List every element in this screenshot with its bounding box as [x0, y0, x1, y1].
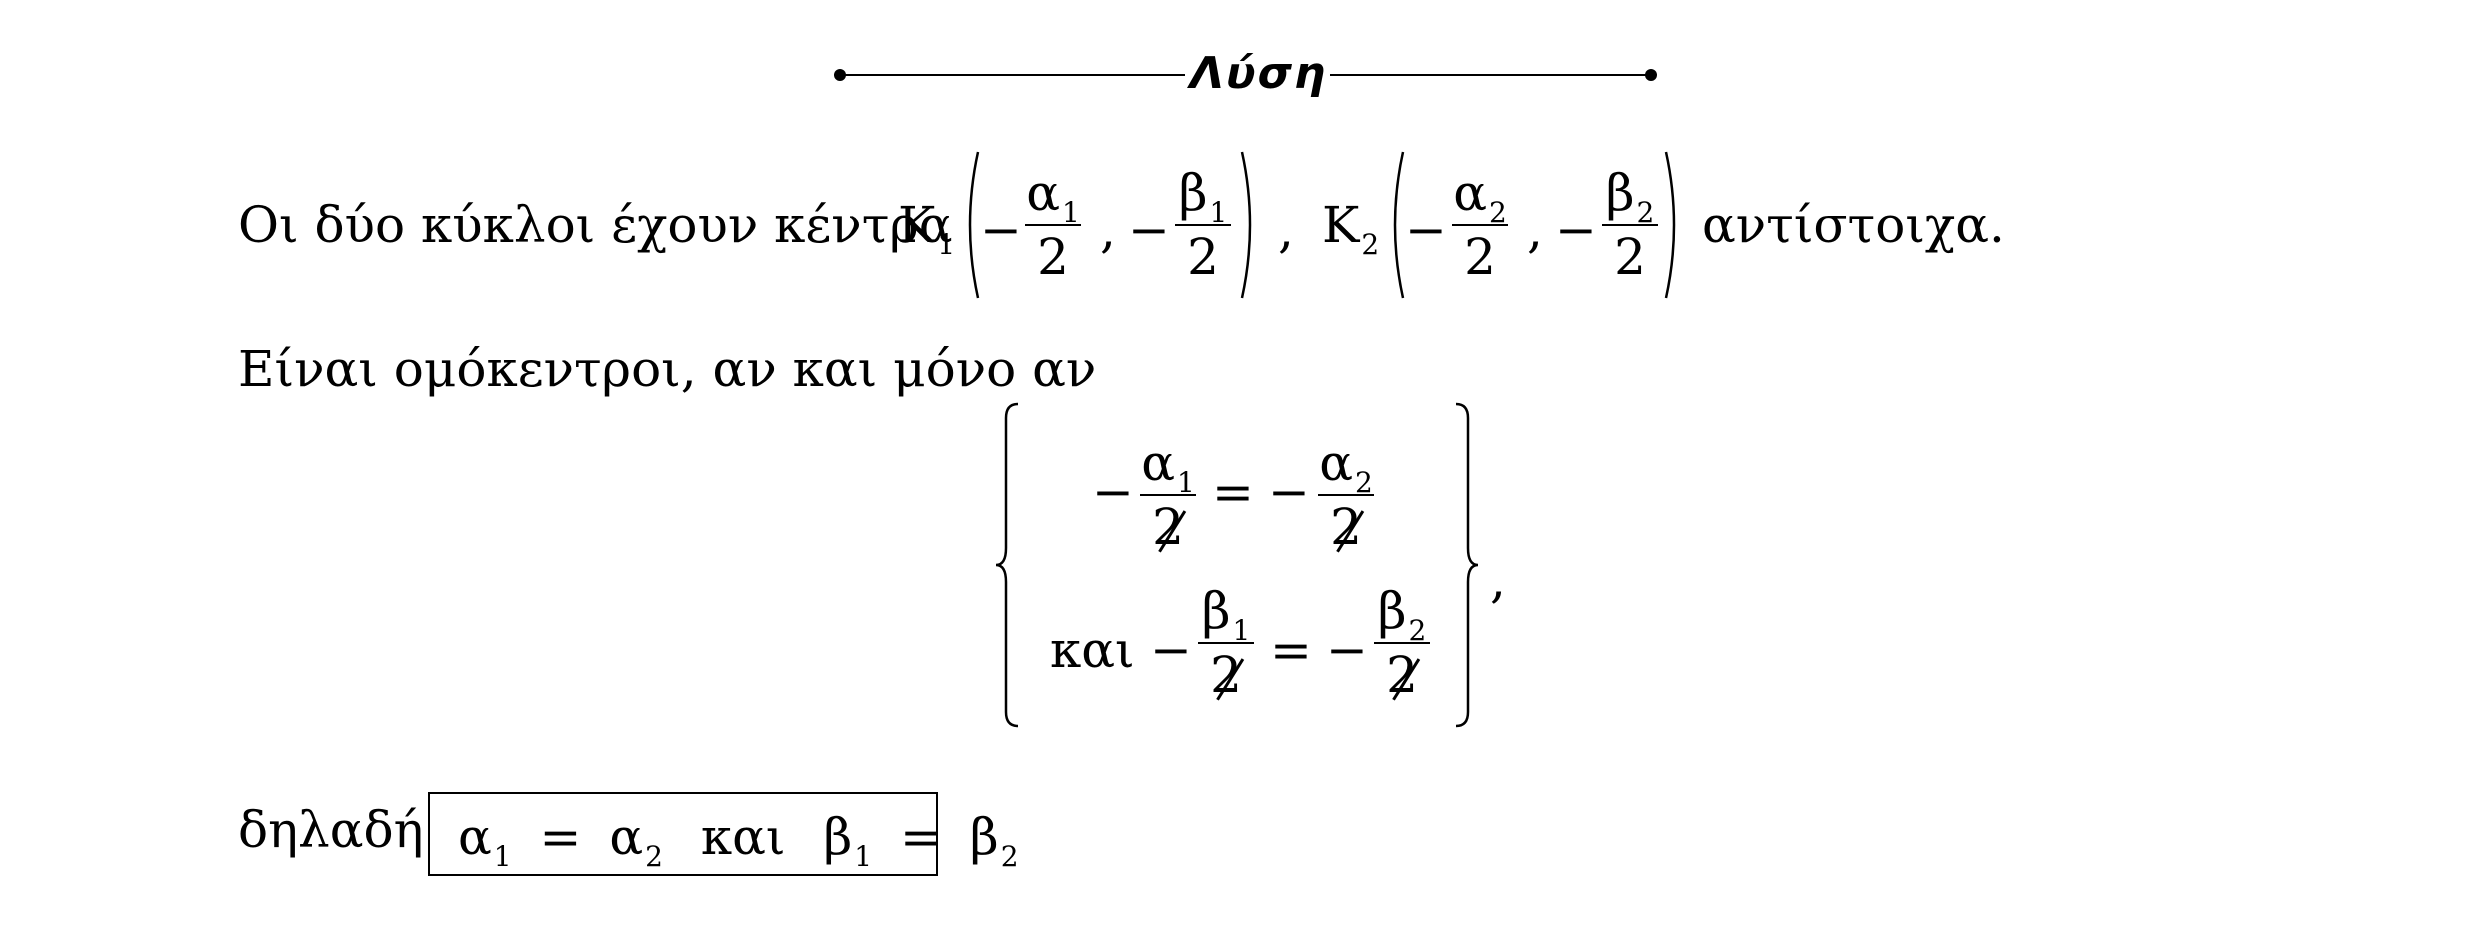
section-title: Λύση	[830, 44, 1660, 104]
frac-b2-over-2: β2 2	[1602, 168, 1658, 282]
system-right-brace	[1455, 402, 1479, 728]
frac-b1-over-2: β1 2	[1175, 168, 1231, 282]
frac-a2-over-2: α2 2	[1452, 164, 1508, 286]
minus-a2: −	[1405, 201, 1447, 259]
center-k1: Κ1	[898, 196, 956, 261]
line1-outro: αντίστοιχα.	[1702, 196, 2005, 254]
eq1-frac-a1: α1 2	[1140, 434, 1196, 556]
comma-k1: ,	[1100, 201, 1116, 259]
paren-right-k1	[1240, 151, 1252, 299]
paren-left-k1	[968, 151, 980, 299]
boxed-result-text: α1 = α2 και β1 = β2	[458, 808, 1019, 873]
title-text: Λύση	[1189, 48, 1328, 99]
title-rule-right	[1330, 74, 1650, 76]
frac-a1-over-2: α1 2	[1025, 164, 1081, 286]
line2-text: Είναι ομόκεντροι, αν και μόνο αν	[238, 340, 1097, 398]
title-rule-left	[840, 74, 1185, 76]
eq1-frac-a2: α2 2	[1318, 434, 1374, 556]
eq1-minus-right: −	[1268, 463, 1310, 521]
eq1-minus-left: −	[1092, 463, 1134, 521]
line3-prefix: δηλαδή	[238, 801, 424, 859]
eq1-equals: =	[1212, 463, 1254, 521]
eq2-frac-b2: β2 2	[1374, 586, 1430, 700]
eq2-minus-left: −	[1150, 621, 1192, 679]
eq2-equals: =	[1270, 621, 1312, 679]
center-k2: Κ2	[1322, 196, 1380, 261]
title-rule-right-dot	[1645, 69, 1657, 81]
comma-k2: ,	[1527, 201, 1543, 259]
eq2-frac-b1: β1 2	[1198, 586, 1254, 700]
line1-intro: Οι δύο κύκλοι έχουν κέντρα	[238, 196, 953, 254]
minus-b1: −	[1128, 201, 1170, 259]
comma-between-centers: ,	[1278, 201, 1294, 259]
minus-b2: −	[1555, 201, 1597, 259]
boxed-result	[428, 792, 938, 876]
system-trailing-comma: ,	[1490, 551, 1506, 609]
system-left-brace	[995, 402, 1019, 728]
eq2-minus-right: −	[1326, 621, 1368, 679]
eq2-kai: και	[1050, 621, 1135, 679]
paren-left-k2	[1393, 151, 1405, 299]
minus-a1: −	[980, 201, 1022, 259]
paren-right-k2	[1664, 151, 1676, 299]
